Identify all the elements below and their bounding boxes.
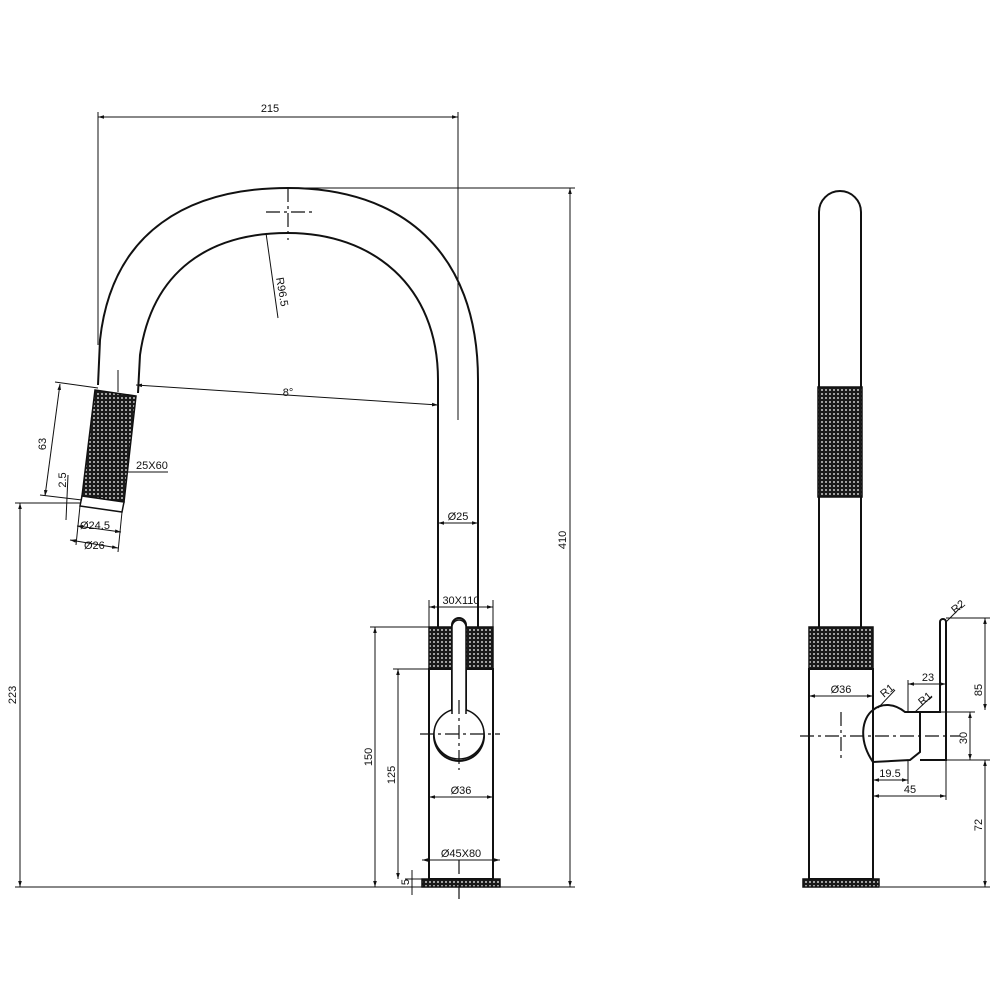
sprayhead-knurl — [81, 389, 137, 503]
dim-410: 410 — [557, 531, 569, 549]
dim-body-36: Ø36 — [451, 785, 472, 797]
side-dim-r1-a: R1 — [878, 682, 896, 700]
dim-25x60: 25X60 — [136, 460, 168, 472]
dim-223: 223 — [7, 686, 19, 704]
dim-63: 63 — [37, 438, 49, 450]
base-knurl — [421, 878, 501, 888]
front-view: 215 R96.5 8° 63 2.5 25X60 Ø24.5 Ø26 Ø25 … — [7, 103, 575, 900]
side-dim-r1-b: R1 — [916, 690, 934, 708]
dim-angle: 8° — [283, 387, 294, 399]
dim-45x80: Ø45X80 — [441, 848, 481, 860]
dim-125: 125 — [386, 766, 398, 784]
dim-215: 215 — [261, 103, 279, 115]
dim-2-5: 2.5 — [57, 472, 69, 487]
dim-26: Ø26 — [84, 540, 105, 552]
dim-spout-25: Ø25 — [448, 511, 469, 523]
side-dim-r2: R2 — [949, 598, 967, 616]
dim-150: 150 — [363, 748, 375, 766]
spout-outer — [97, 186, 479, 627]
side-dim-30: 30 — [958, 732, 970, 744]
side-dim-72: 72 — [973, 819, 985, 831]
side-dim-36: Ø36 — [831, 684, 852, 696]
side-dim-45: 45 — [904, 784, 916, 796]
side-top-knurl — [808, 626, 874, 670]
side-base-knurl — [802, 878, 880, 888]
side-dim-19-5: 19.5 — [879, 768, 900, 780]
side-spout — [818, 190, 862, 627]
side-dim-85: 85 — [973, 684, 985, 696]
side-body — [808, 668, 874, 880]
side-sprayhead-knurl — [817, 386, 863, 498]
dim-24-5: Ø24.5 — [80, 520, 110, 532]
dim-30x110: 30X110 — [442, 595, 479, 607]
side-dim-23: 23 — [922, 672, 934, 684]
dim-5: 5 — [400, 879, 412, 885]
dim-radius: R96.5 — [273, 276, 290, 307]
side-view: Ø36 R1 R1 R2 23 85 30 19.5 45 72 — [800, 190, 990, 888]
side-handle — [862, 704, 921, 764]
